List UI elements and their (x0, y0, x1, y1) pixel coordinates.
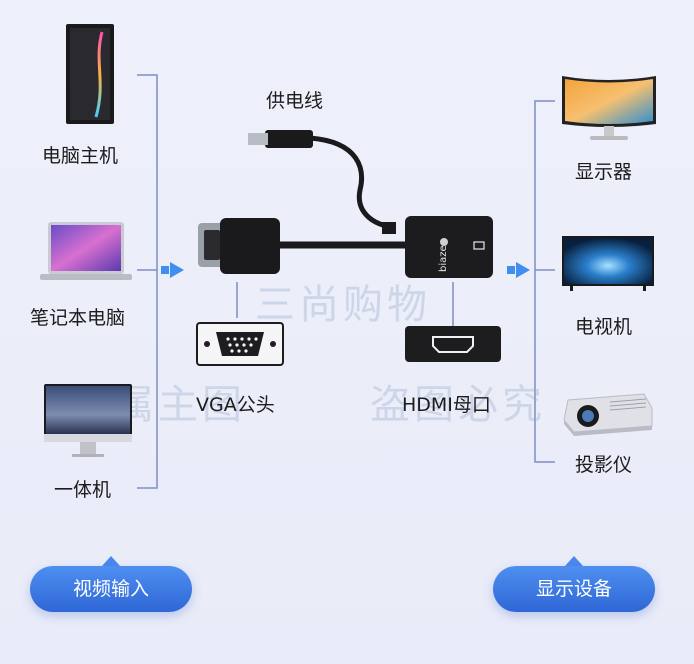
hdmi-label: HDMI母口 (402, 394, 491, 416)
laptop-icon (40, 222, 132, 280)
hdmi-port-icon (405, 326, 501, 362)
vga-to-hdmi-adapter-icon: biaze (198, 130, 493, 278)
display-device-badge: 显示设备 (493, 566, 655, 612)
right-bracket-line (534, 100, 555, 463)
right-arrow-icon (507, 262, 530, 278)
vga-label: VGA公头 (196, 394, 275, 416)
video-input-badge: 视频输入 (30, 566, 192, 612)
watermark-text: 盗图必究 (370, 382, 546, 428)
television-icon (562, 236, 654, 291)
source-label: 一体机 (54, 479, 112, 501)
output-badge-pointer (565, 556, 583, 566)
input-badge-pointer (102, 556, 120, 566)
vga-port-icon (196, 322, 284, 366)
desktop-tower-icon (66, 24, 114, 124)
source-label: 电脑主机 (42, 145, 119, 167)
watermark-text: 三尚购物 (255, 282, 431, 328)
source-label: 笔记本电脑 (30, 307, 126, 329)
display-label: 投影仪 (575, 454, 633, 476)
projector-icon (563, 393, 653, 436)
left-bracket-line (137, 74, 158, 489)
left-arrow-icon (161, 262, 184, 278)
curved-monitor-icon (562, 76, 656, 140)
display-label: 电视机 (575, 316, 633, 338)
power-cable-label: 供电线 (266, 90, 324, 112)
brand-text: biaze (438, 245, 449, 272)
all-in-one-pc-icon (44, 384, 132, 457)
display-label: 显示器 (575, 161, 633, 183)
